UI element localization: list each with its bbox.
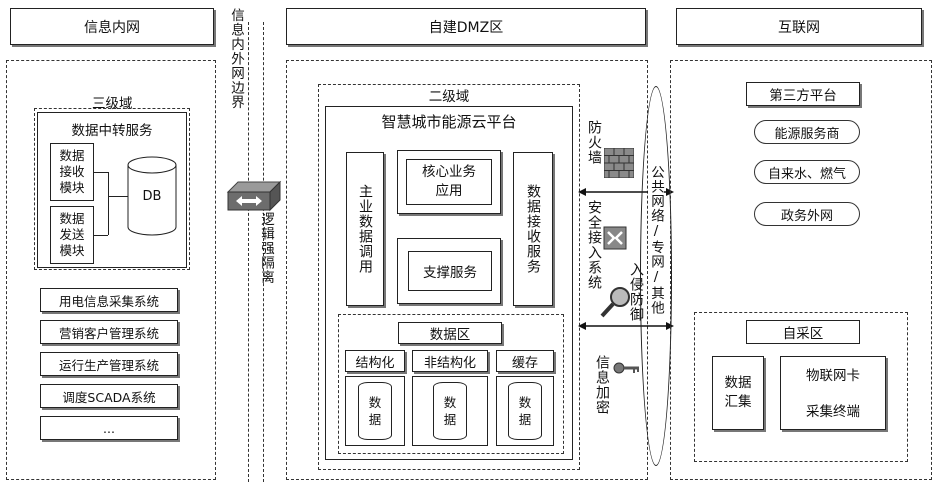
recv-module-label: 数据接收模块 <box>59 148 85 195</box>
terminal-label: 采集终端 <box>806 404 860 420</box>
connector <box>94 172 108 173</box>
core-app-inner: 核心业务应用 <box>406 159 492 205</box>
core-app-label: 核心业务应用 <box>422 164 476 199</box>
data-cylinder-icon: 数据 <box>508 382 542 440</box>
network-label-text: 公共网络/专网/其他 <box>648 165 664 315</box>
structured-label: 结构化 <box>345 350 405 372</box>
data-collect-box: 数据汇集 <box>712 356 764 430</box>
support-inner: 支撑服务 <box>408 251 492 291</box>
support-box: 支撑服务 <box>397 238 501 304</box>
connector <box>94 235 108 236</box>
unstructured-label: 非结构化 <box>412 350 488 372</box>
system-item: 运行生产管理系统 <box>40 352 178 376</box>
data-area-title: 数据区 <box>398 322 502 344</box>
data-cylinder-icon: 数据 <box>433 382 467 440</box>
boundary-line <box>248 22 249 482</box>
intranet-zone <box>6 60 216 480</box>
gov-network: 政务外网 <box>754 202 860 226</box>
level3-domain <box>34 108 190 270</box>
core-app-box: 核心业务应用 <box>397 150 501 214</box>
system-item: ... <box>40 416 178 440</box>
energy-provider: 能源服务商 <box>754 120 860 144</box>
data-label: 数据 <box>518 395 532 427</box>
isolation-label: 逻辑强隔离 <box>258 212 274 285</box>
firewall-icon <box>603 147 635 179</box>
key-icon <box>612 358 640 378</box>
third-party-title: 第三方平台 <box>746 82 860 106</box>
support-label: 支撑服务 <box>423 265 477 281</box>
db-label: DB <box>142 188 162 204</box>
network-label: 公共网络/专网/其他 <box>640 150 672 330</box>
zone-intranet-header: 信息内网 <box>10 8 214 45</box>
system-item: 营销客户管理系统 <box>40 320 178 344</box>
isolation-gateway-icon <box>224 178 282 214</box>
encryption-label: 信息加密 <box>594 355 610 415</box>
platform-title: 智慧城市能源云平台 <box>381 112 517 131</box>
boundary-label: 信息内外网边界 <box>228 8 244 110</box>
boundary-line-2 <box>263 22 264 482</box>
relay-service-title: 数据中转服务 <box>71 123 153 139</box>
iot-box <box>780 356 886 430</box>
send-module-label: 数据发送模块 <box>59 211 85 258</box>
internet-zone <box>670 60 932 480</box>
connector <box>108 196 128 197</box>
system-item: 调度SCADA系统 <box>40 384 178 408</box>
data-label: 数据 <box>443 395 457 427</box>
data-recv-box: 数据接收服务 <box>513 152 553 306</box>
iot-card-label: 物联网卡 <box>806 368 860 384</box>
zone-dmz-header: 自建DMZ区 <box>286 8 646 45</box>
send-module: 数据发送模块 <box>50 206 94 264</box>
system-item: 用电信息采集系统 <box>40 288 178 312</box>
recv-module: 数据接收模块 <box>50 143 94 201</box>
secure-access-label: 安全接入系统 <box>586 200 602 290</box>
firewall-label: 防火墙 <box>586 120 602 165</box>
data-label: 数据 <box>368 395 382 427</box>
connector <box>108 172 109 235</box>
zone-internet-header: 互联网 <box>676 8 922 45</box>
water-gas: 自来水、燃气 <box>754 160 860 184</box>
cache-label: 缓存 <box>496 350 554 372</box>
intrusion-icon <box>598 284 634 320</box>
db-cylinder-icon <box>127 156 177 236</box>
self-collect-title: 自采区 <box>746 320 860 344</box>
data-collect-label: 数据汇集 <box>724 375 752 410</box>
level2-label: 二级域 <box>428 89 470 105</box>
secure-access-icon <box>602 225 628 251</box>
main-data-call-label: 主业数据调用 <box>357 184 373 274</box>
network-ellipse <box>640 86 672 466</box>
data-area-zone <box>338 314 564 454</box>
data-cylinder-icon: 数据 <box>358 382 392 440</box>
main-data-call-box: 主业数据调用 <box>346 152 384 306</box>
self-collect-zone <box>694 312 908 462</box>
level2-domain <box>318 84 580 470</box>
data-recv-label: 数据接收服务 <box>525 184 541 274</box>
